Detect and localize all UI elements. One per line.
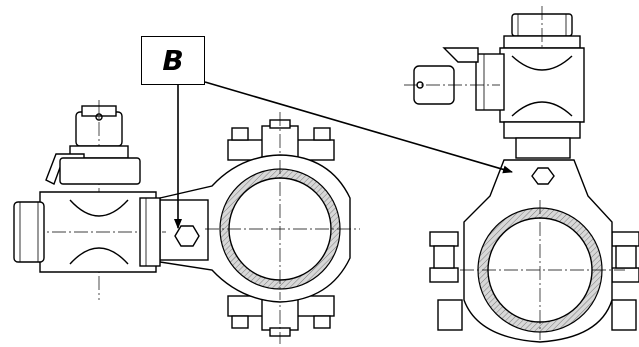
- right-ball-valve: [404, 6, 585, 160]
- left-ball-valve: [13, 100, 166, 300]
- callout-box-b: B: [141, 36, 205, 85]
- right-pipe-clamp: [429, 159, 639, 343]
- callout-label: B: [162, 44, 184, 77]
- left-pipe-clamp: [159, 112, 360, 344]
- callout-leaders: [174, 81, 513, 229]
- leader-line-right: [204, 81, 513, 174]
